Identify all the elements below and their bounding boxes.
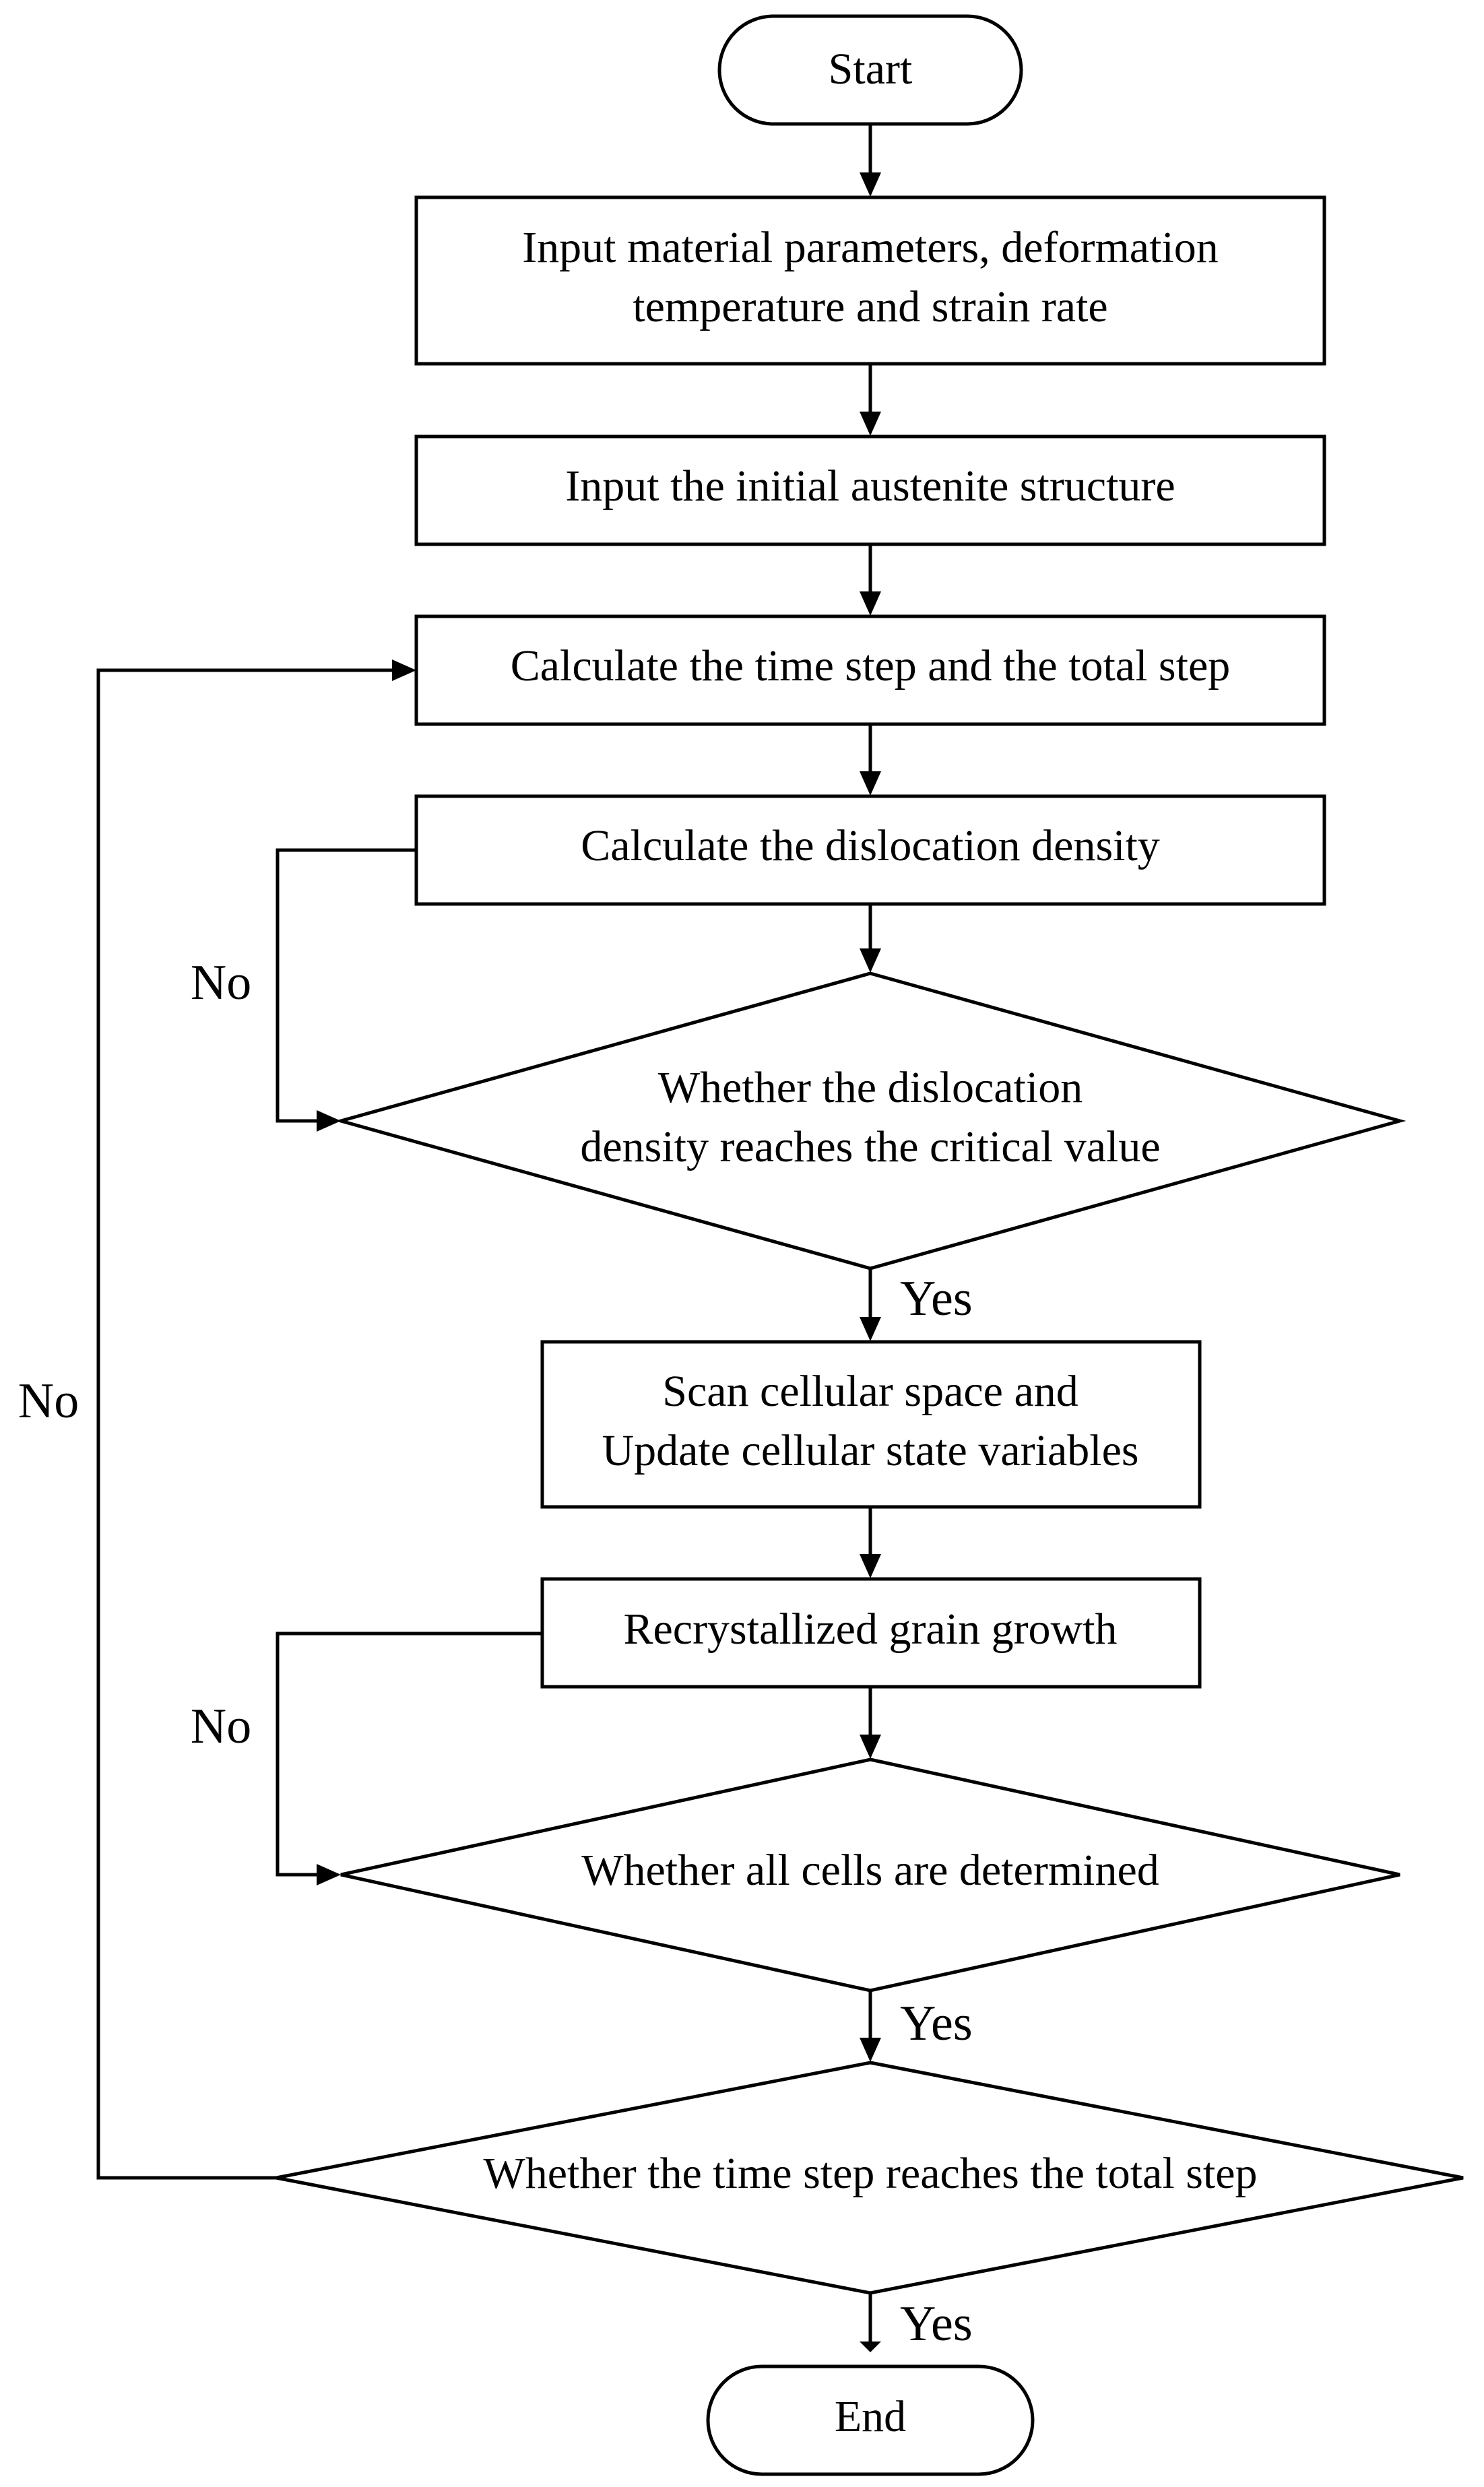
calc-time-step-box (414, 614, 1326, 726)
arrowhead-time-step-to-dislocation (860, 771, 881, 796)
label-no-total: No (18, 1374, 79, 1429)
arrowhead-structure-to-time-step (860, 591, 881, 616)
arrowhead-start-to-input (860, 172, 881, 197)
input-params-box (414, 195, 1326, 366)
arrowhead-scan-to-growth (860, 1554, 881, 1578)
decision-critical-line-2: density reaches the critical value (580, 1122, 1160, 1171)
arrowhead-total-yes (860, 2341, 881, 2352)
decision-cells-label: Whether all cells are determined (581, 1846, 1159, 1895)
end-terminal (706, 2364, 1035, 2476)
label-no-cells: No (191, 1699, 251, 1754)
arrowhead-cells-no (317, 1864, 341, 1885)
arrowhead-critical-yes (860, 1317, 881, 1341)
loop-cells-no (276, 1632, 542, 1877)
loop-total-no (96, 668, 392, 2180)
arrowhead-input-to-structure (860, 412, 881, 436)
arrowhead-total-no (392, 659, 416, 681)
arrowhead-dislocation-no (317, 1110, 341, 1132)
calc-time-step-label: Calculate the time step and the total st… (511, 641, 1231, 690)
arrowhead-growth-to-cells (860, 1735, 881, 1759)
start-label: Start (829, 44, 913, 94)
scan-update-line-2: Update cellular state variables (602, 1426, 1138, 1475)
scan-update-line-1: Scan cellular space and (662, 1367, 1078, 1416)
arrowhead-cells-yes (860, 2038, 881, 2062)
end-label: End (835, 2392, 906, 2441)
grain-growth-label: Recrystallized grain growth (623, 1605, 1117, 1654)
arrowhead-dislocation-to-decision (860, 948, 881, 973)
decision-critical-line-1: Whether the dislocation (658, 1063, 1083, 1112)
label-no-critical: No (191, 955, 251, 1010)
calc-dislocation-label: Calculate the dislocation density (581, 821, 1160, 870)
label-yes-total: Yes (900, 2296, 973, 2352)
input-params-line-1: Input material parameters, deformation (522, 223, 1219, 272)
input-params-line-2: temperature and strain rate (633, 282, 1107, 331)
input-structure-box (414, 434, 1326, 546)
loop-dislocation-no (276, 848, 416, 1123)
decision-critical-diamond (334, 971, 1407, 1270)
input-structure-label: Input the initial austenite structure (565, 461, 1175, 511)
decision-total-label: Whether the time step reaches the total … (483, 2149, 1257, 2198)
label-yes-critical: Yes (900, 1271, 973, 1326)
calc-dislocation-box (414, 794, 1326, 906)
label-yes-cells: Yes (900, 1996, 973, 2051)
